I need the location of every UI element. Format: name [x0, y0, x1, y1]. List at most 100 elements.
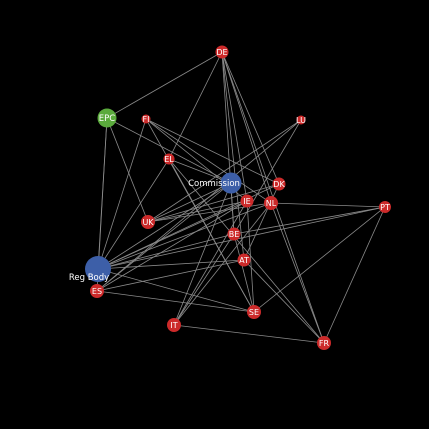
node-commission-label: Commission	[188, 179, 240, 189]
node-se[interactable]: SE	[247, 305, 261, 319]
node-ie-marker	[240, 194, 254, 208]
node-se-marker	[247, 305, 261, 319]
node-es-label: ES	[92, 287, 102, 296]
node-at-label: AT	[239, 256, 249, 265]
node-lu[interactable]: LU	[296, 115, 306, 126]
node-ie-label: IE	[243, 197, 250, 206]
node-commission[interactable]: Commission	[188, 172, 242, 194]
node-it-label: IT	[170, 321, 177, 330]
node-pt-marker	[379, 201, 391, 213]
node-de[interactable]: DE	[215, 45, 229, 59]
edge-de-ie	[221, 51, 248, 202]
edge-at-regbody	[97, 259, 245, 270]
edge-be-it	[173, 233, 235, 326]
edge-el-se	[168, 158, 255, 313]
edge-el-fr	[168, 158, 325, 344]
edge-lu-be	[233, 119, 302, 235]
node-uk[interactable]: UK	[141, 215, 155, 229]
node-fi-marker	[141, 114, 151, 124]
edge-pt-fr	[323, 206, 386, 344]
edge-regbody-se	[97, 268, 255, 313]
node-nl-marker	[264, 196, 278, 210]
edge-nl-regbody	[97, 202, 272, 270]
node-el-label: EL	[164, 155, 174, 164]
node-epc[interactable]: EPC	[97, 108, 117, 128]
edge-commission-regbody	[97, 182, 232, 270]
edge-nl-it	[173, 202, 272, 326]
edge-ie-se	[246, 200, 255, 313]
node-it[interactable]: IT	[167, 318, 181, 332]
node-uk-marker	[141, 215, 155, 229]
node-regbody-label: Reg Body	[69, 273, 109, 283]
node-dk-marker	[272, 177, 286, 191]
edge-el-commission	[168, 158, 232, 184]
edge-ie-it	[173, 200, 248, 326]
edge-de-at	[221, 51, 245, 261]
node-nl[interactable]: NL	[264, 196, 278, 210]
edge-commission-es	[96, 182, 232, 292]
edge-de-dk	[221, 51, 280, 185]
node-commission-marker	[220, 172, 242, 194]
edge-lu-uk	[147, 119, 302, 223]
node-regbody-marker	[85, 256, 111, 282]
edge-es-se	[96, 290, 255, 313]
edge-nl-fr	[270, 202, 325, 344]
node-at-marker	[237, 253, 251, 267]
node-it-marker	[167, 318, 181, 332]
node-pt[interactable]: PT	[379, 201, 391, 213]
node-fr-marker	[317, 336, 331, 350]
node-el[interactable]: EL	[163, 153, 175, 165]
edge-nl-pt	[270, 202, 386, 208]
node-ie[interactable]: IE	[240, 194, 254, 208]
node-uk-label: UK	[142, 218, 154, 227]
node-regbody[interactable]: Reg Body	[69, 256, 111, 283]
node-lu-marker	[296, 115, 306, 125]
edge-fi-regbody	[97, 118, 147, 270]
node-be-marker	[227, 227, 241, 241]
node-epc-marker	[97, 108, 117, 128]
edge-be-se	[233, 233, 255, 313]
node-dk-label: DK	[273, 180, 285, 189]
edge-fi-dk	[145, 118, 280, 185]
node-nl-label: NL	[266, 199, 277, 208]
edge-at-fr	[243, 259, 325, 344]
edge-de-epc	[106, 51, 223, 119]
edge-pt-se	[253, 206, 386, 313]
edge-it-fr	[173, 324, 325, 344]
edge-be-regbody	[97, 233, 235, 270]
edge-epc-commission	[106, 117, 232, 184]
node-de-label: DE	[216, 48, 227, 57]
edge-dk-uk	[147, 183, 280, 223]
node-lu-label: LU	[296, 116, 306, 125]
node-fi[interactable]: FI	[141, 114, 151, 125]
node-fi-label: FI	[143, 115, 150, 124]
node-fr-label: FR	[319, 339, 330, 348]
node-de-marker	[215, 45, 229, 59]
edge-de-el	[168, 51, 223, 160]
node-layer: DE EPC FI LU EL Commission DK IE NL PT UK BE AT Reg B…	[69, 45, 391, 350]
node-epc-label: EPC	[99, 114, 115, 124]
node-be-label: BE	[229, 230, 240, 239]
edge-uk-ie	[147, 200, 248, 223]
node-be[interactable]: BE	[227, 227, 241, 241]
edge-ie-regbody	[97, 200, 248, 270]
node-se-label: SE	[249, 308, 259, 317]
edge-lu-es	[96, 119, 302, 292]
edge-layer	[96, 51, 386, 344]
edge-el-regbody	[97, 158, 170, 270]
node-pt-label: PT	[380, 203, 390, 212]
node-fr[interactable]: FR	[317, 336, 331, 350]
edge-at-es	[96, 259, 245, 292]
edge-commission-uk	[147, 182, 232, 223]
edge-pt-regbody	[97, 206, 386, 270]
node-es-marker	[90, 284, 104, 298]
edge-de-nl	[221, 51, 272, 204]
node-at[interactable]: AT	[237, 253, 251, 267]
node-el-marker	[163, 153, 175, 165]
edge-fi-nl	[145, 118, 272, 204]
edge-epc-uk	[106, 117, 149, 223]
node-dk[interactable]: DK	[272, 177, 286, 191]
edge-pt-be	[233, 206, 386, 235]
node-es[interactable]: ES	[90, 284, 104, 298]
